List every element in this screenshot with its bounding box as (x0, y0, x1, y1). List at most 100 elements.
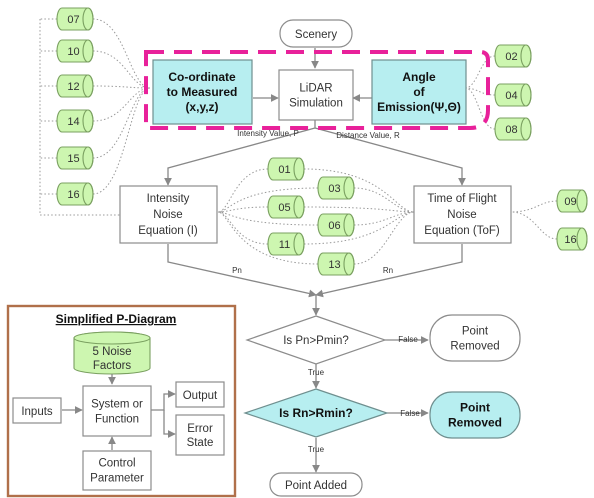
dot-mid-left-4 (217, 211, 269, 245)
scenery-label: Scenery (295, 29, 337, 41)
dot-mid-right-0 (303, 168, 415, 213)
p-system-to-error (163, 410, 176, 438)
p-noise-factors-label-line-1: 5 Noise (93, 346, 132, 358)
intensity-value-label: Intensity Value, P (237, 129, 299, 138)
noise-factor-mid-11-cap (293, 232, 305, 256)
dot-left-fan-0 (92, 18, 151, 89)
noise-factor-right-04-cap (520, 83, 532, 107)
point-removed-label-2-line-1: Point (460, 401, 490, 415)
dot-left-fan-2 (92, 85, 151, 89)
dot-mid-left-3 (217, 211, 319, 226)
rn-decision-node (243, 388, 389, 438)
point-removed-node-2 (429, 391, 521, 439)
noise-factor-mid-05: 05 (267, 195, 305, 219)
lidar-label-line-2: Simulation (289, 98, 343, 110)
noise-factor-right-08: 08 (494, 117, 532, 141)
dot-mid-right-2 (303, 206, 415, 213)
dot-right-fan-2 (464, 87, 496, 130)
noise-factor-tof-16-label: 16 (564, 234, 576, 246)
dot-right-fan-1 (464, 87, 496, 96)
connectors (39, 18, 558, 473)
p-error-label-line-1: Error (187, 423, 213, 435)
noise-factor-mid-05-label: 05 (278, 202, 290, 214)
noise-factor-left-07: 07 (56, 7, 94, 31)
intensity-equation-label-line-2: Noise (153, 209, 182, 221)
dot-mid-right-5 (353, 211, 415, 265)
noise-factor-right-02-label: 02 (505, 51, 517, 63)
noise-factor-left-14-cap (82, 109, 94, 133)
edge-tof-merge (315, 244, 463, 298)
dot-left-spine (39, 19, 120, 216)
distance-value-label: Distance Value, R (336, 131, 400, 140)
true-label-2: True (308, 445, 325, 454)
coordinate-label-line-3: (x,y,z) (185, 100, 218, 114)
noise-factor-left-10: 10 (56, 39, 94, 63)
dot-mid-right-1 (353, 187, 415, 213)
noise-factor-left-15-label: 15 (67, 153, 79, 165)
point-removed-label-1-line-2: Removed (450, 341, 499, 353)
angle-node (371, 59, 467, 125)
noise-factor-right-08-cap (520, 117, 532, 141)
intensity-equation-label-line-3: Equation (I) (138, 225, 198, 237)
p-control-label-line-2: Parameter (90, 473, 144, 485)
edge-intensity-merge (167, 244, 317, 298)
noise-factor-mid-01: 01 (267, 157, 305, 181)
noise-factor-mid-06-cap (343, 213, 355, 237)
noise-factor-tof-16-cap (576, 227, 588, 251)
dot-left-fan-3 (92, 87, 151, 122)
noise-factor-left-15: 15 (56, 146, 94, 170)
edge-lidar-intensity (164, 120, 316, 186)
pn-decision-label: Is Pn>Pmin? (283, 335, 349, 347)
p-error-box (175, 414, 225, 456)
noise-factor-left-15-cap (82, 146, 94, 170)
p-noise-factors-label-line-2: Factors (93, 360, 132, 372)
edge-lidar-tof (314, 127, 466, 186)
point-removed-label-1-line-1: Point (462, 326, 489, 338)
false-label-2: False (400, 409, 420, 418)
noise-factor-left-12-cap (82, 74, 94, 98)
noise-factor-mid-05-cap (293, 195, 305, 219)
noise-factor-left-07-cap (82, 7, 94, 31)
noise-factor-mid-01-label: 01 (278, 164, 290, 176)
noise-factor-mid-11-label: 11 (279, 239, 290, 251)
noise-factor-right-04: 04 (494, 83, 532, 107)
p-output-box (175, 381, 225, 408)
noise-factor-mid-11: 11 (267, 232, 305, 256)
p-noise-factors-cap (73, 331, 151, 345)
noise-factor-left-14-label: 14 (67, 116, 79, 128)
dot-tof-fan-0 (510, 200, 558, 213)
dot-mid-right-3 (353, 211, 415, 226)
p-system-to-output (150, 390, 176, 411)
highlight-outline (144, 50, 490, 130)
p-control-box (82, 450, 152, 491)
pn-decision-node (245, 315, 387, 365)
coordinate-label-line-1: Co-ordinate (168, 70, 236, 84)
noise-factor-left-10-label: 10 (67, 46, 79, 58)
tof-equation-label-line-2: Noise (447, 209, 476, 221)
noise-factor-left-12: 12 (56, 74, 94, 98)
noise-factor-left-10-cap (82, 39, 94, 63)
point-removed-node-1 (429, 314, 521, 362)
dot-left-fan-4 (92, 87, 151, 159)
noise-factor-left-14: 14 (56, 109, 94, 133)
noise-factor-tof-09-label: 09 (564, 196, 576, 208)
lidar-label-line-1: LiDAR (299, 83, 332, 95)
dot-left-fan-5 (92, 87, 151, 195)
p-system-box (82, 385, 152, 437)
angle-label-line-2: of (413, 85, 425, 99)
noise-factor-mid-03: 03 (317, 176, 355, 200)
tof-equation-label-line-1: Time of Flight (427, 193, 497, 205)
noise-factor-tof-16: 16 (556, 227, 588, 251)
angle-label-line-3: Emission(Ψ,Θ) (377, 100, 461, 114)
point-added-label: Point Added (285, 480, 347, 492)
intensity-equation-label-line-1: Intensity (147, 193, 190, 205)
noise-factor-right-08-label: 08 (505, 124, 517, 136)
p-system-label-line-1: System or (91, 399, 143, 411)
dot-right-fan-0 (464, 55, 496, 89)
noise-factor-right-02: 02 (494, 44, 532, 68)
dot-mid-left-0 (217, 168, 269, 213)
